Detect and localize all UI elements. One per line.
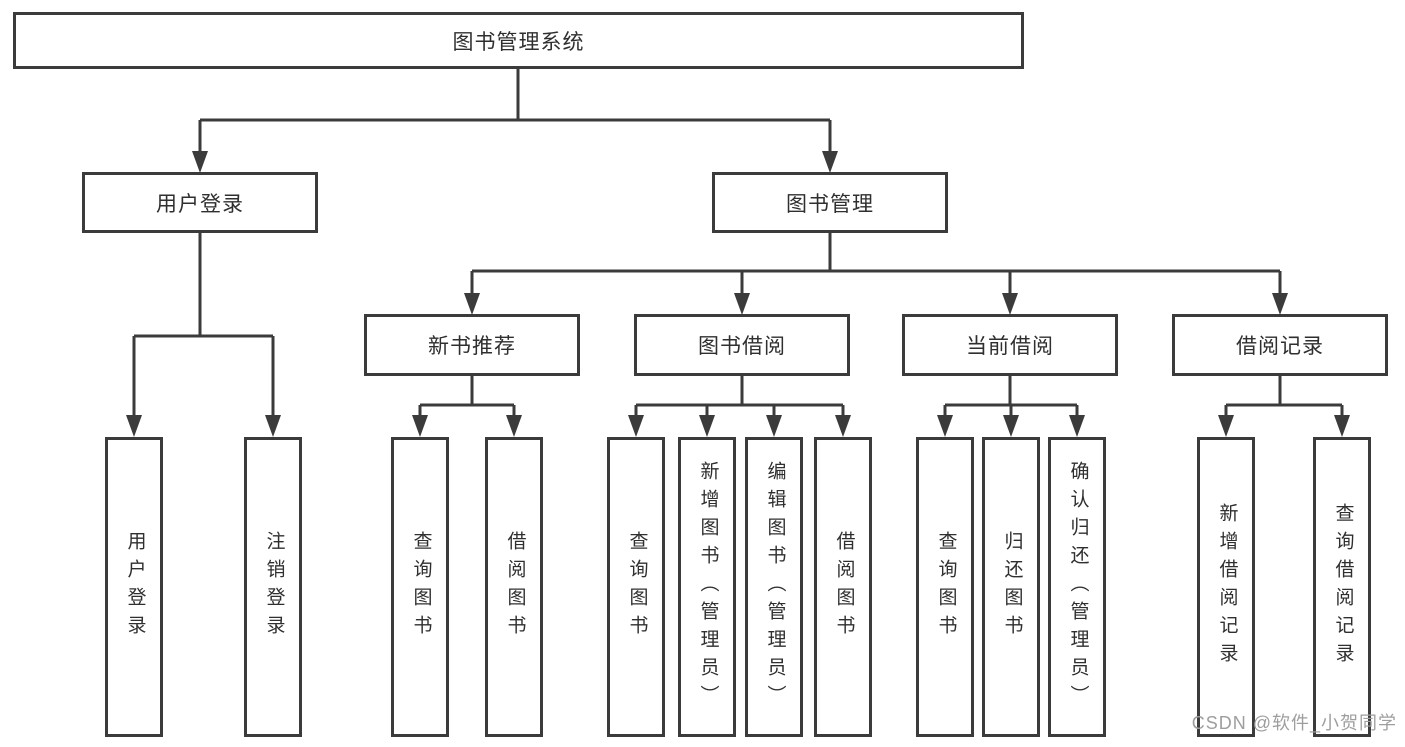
node-borrowing-records: 借阅记录 <box>1172 314 1388 376</box>
node-label: 新增借阅记录 <box>1216 503 1238 671</box>
node-label: 编辑图书（管理员） <box>764 461 786 713</box>
node-leaf-query-borrow-record: 查询借阅记录 <box>1313 437 1371 737</box>
csdn-watermark: CSDN @软件_小贺同学 <box>1191 713 1397 733</box>
node-current-borrowing: 当前借阅 <box>902 314 1118 376</box>
node-label: 图书借阅 <box>698 335 786 358</box>
node-leaf-query-books-current: 查询图书 <box>916 437 974 737</box>
node-library-management-system: 图书管理系统 <box>13 12 1024 69</box>
node-book-borrowing: 图书借阅 <box>634 314 850 376</box>
arrowhead-icons <box>126 151 1350 437</box>
node-leaf-confirm-return-admin: 确认归还（管理员） <box>1048 437 1106 737</box>
node-label: 新增图书（管理员） <box>697 461 719 713</box>
node-label: 借阅图书 <box>504 531 526 643</box>
node-label: 图书管理系统 <box>452 30 585 54</box>
node-leaf-query-books-borrowing: 查询图书 <box>607 437 665 737</box>
node-new-book-recommendation: 新书推荐 <box>364 314 580 376</box>
node-label: 新书推荐 <box>428 335 516 358</box>
node-label: 查询图书 <box>935 531 957 643</box>
node-leaf-add-borrow-record: 新增借阅记录 <box>1197 437 1255 737</box>
node-label: 查询借阅记录 <box>1332 503 1354 671</box>
node-label: 确认归还（管理员） <box>1067 461 1089 713</box>
node-leaf-logout: 注销登录 <box>244 437 302 737</box>
node-leaf-borrow-books-borrowing: 借阅图书 <box>814 437 872 737</box>
node-leaf-add-books-admin: 新增图书（管理员） <box>678 437 736 737</box>
node-label: 借阅图书 <box>833 531 855 643</box>
node-label: 查询图书 <box>410 531 432 643</box>
arrow-shafts <box>132 120 1344 416</box>
node-leaf-user-login: 用户登录 <box>105 437 163 737</box>
node-label: 注销登录 <box>263 531 285 643</box>
node-label: 用户登录 <box>124 531 146 643</box>
node-leaf-return-books: 归还图书 <box>982 437 1040 737</box>
node-label: 图书管理 <box>786 192 874 216</box>
connector-lines <box>134 69 1342 407</box>
node-leaf-query-books-recommend: 查询图书 <box>391 437 449 737</box>
node-label: 查询图书 <box>626 531 648 643</box>
node-book-management: 图书管理 <box>712 172 948 233</box>
node-label: 借阅记录 <box>1236 335 1324 358</box>
node-label: 归还图书 <box>1001 531 1023 643</box>
node-user-login: 用户登录 <box>82 172 318 233</box>
node-label: 用户登录 <box>156 192 244 216</box>
node-leaf-borrow-books-recommend: 借阅图书 <box>485 437 543 737</box>
node-label: 当前借阅 <box>966 335 1054 358</box>
node-leaf-edit-books-admin: 编辑图书（管理员） <box>745 437 803 737</box>
